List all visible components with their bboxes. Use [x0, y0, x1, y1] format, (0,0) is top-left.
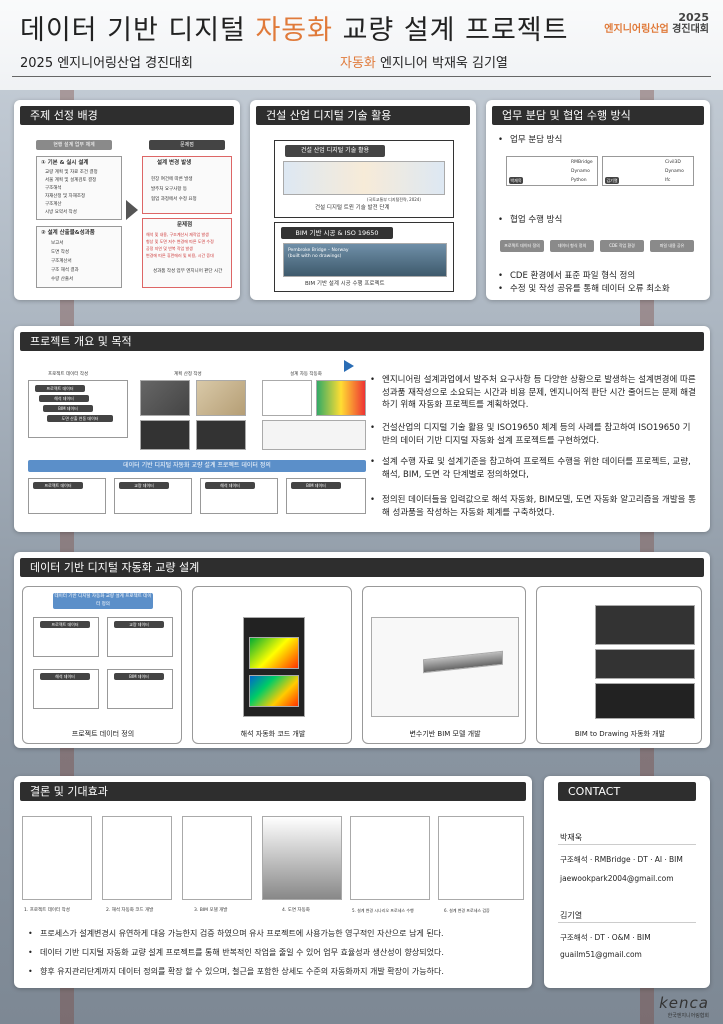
design-card-1: 데이터 기반 디지털 자동화 교량 설계 프로젝트 데이터 정의 프로젝트 데이… [22, 586, 182, 744]
contact-divider-2 [558, 922, 696, 923]
overview-bullet-4: 정의된 데이터들을 입력값으로 해석 자동화, BIM모델, 도면 자동화 알고… [370, 494, 696, 519]
page-title: 데이터 기반 디지털 자동화 교량 설계 프로젝트 [20, 15, 569, 46]
step4-thumb [262, 816, 342, 900]
contact-name-2: 김기열 [560, 911, 583, 920]
def-box-project: 프로젝트 데이터 [33, 617, 99, 657]
contact-tags-2: 구조해석ㆍDTㆍO&MㆍBIM [560, 933, 651, 942]
design-card-4: BIM to Drawing 자동화 개발 [536, 586, 702, 744]
contact-panel: CONTACT 박재욱 구조해석ㆍRMBridgeㆍDTㆍAIㆍBIM jaew… [544, 776, 710, 988]
col-project-data: 프로젝트 데이터 [28, 478, 106, 514]
overview-thumb-5 [262, 380, 312, 416]
step1-thumb [22, 816, 92, 900]
contact-email-2[interactable]: guailm51@gmail.com [560, 950, 642, 959]
step5-thumb [350, 816, 430, 900]
overview-bullet-1: 엔지니어링 설계과업에서 발주처 요구사항 등 다양한 상황으로 발생하는 설계… [370, 374, 696, 412]
def-box-bim: BIM 데이터 [107, 669, 173, 709]
conclusion-bullet-1: 프로세스가 설계변경시 유연하게 대응 가능한지 검증 하였으며 유사 프로젝트… [28, 928, 528, 941]
project-data-sheets: 프로젝트 데이터 해석 데이터 BIM 데이터 도면 산출 연동 데이터 [28, 380, 128, 438]
contact-title: CONTACT [558, 782, 696, 801]
collab-heading: 협업 수행 방식 [498, 214, 562, 227]
def-box-bridge: 교량 데이터 [107, 617, 173, 657]
digital-tech-box: 건설 산업 디지털 기술 활용 (국토교통부 디지털전략, 2024) 건설 디… [274, 140, 454, 218]
step2-thumb [102, 816, 172, 900]
cde-bullet: CDE 환경에서 표준 파일 형식 정의 [498, 270, 635, 283]
contact-email-1[interactable]: jaewookpark2004@gmail.com [560, 874, 674, 883]
conclusion-title: 결론 및 기대효과 [20, 782, 526, 801]
data-definition-bar: 데이터 기반 디지털 자동화 교량 설계 프로젝트 데이터 정의 [28, 460, 366, 472]
topic-panel: 주제 선정 배경 현행 설계 업무 체계 문제점 ① 기본 & 실시 설계 교량… [14, 100, 240, 300]
topic-title: 주제 선정 배경 [20, 106, 234, 125]
step6-thumb [438, 816, 524, 900]
design-panel: 데이터 기반 디지털 자동화 교량 설계 데이터 기반 디지털 자동화 교량 설… [14, 552, 710, 748]
share-bullet: 수정 및 작성 공유를 통해 데이터 오류 최소화 [498, 283, 670, 296]
overview-arrow-icon [344, 360, 354, 372]
work-panel: 업무 분담 및 협업 수행 방식 업무 분담 방식 박재욱 RMBridge D… [486, 100, 710, 300]
basic-design-box: ① 기본 & 실시 설계 교량 계획 및 자료 조건 결정 서울 계획 및 설계… [36, 156, 122, 220]
overview-title: 프로젝트 개요 및 목적 [20, 332, 704, 351]
drawing-thumb-1 [595, 605, 695, 645]
design-card-3: 변수기반 BIM 모델 개발 [362, 586, 526, 744]
tech-title: 건설 산업 디지털 기술 활용 [256, 106, 470, 125]
design-card-2: 해석 자동화 코드 개발 [192, 586, 352, 744]
overview-bullet-2: 건설산업의 디지털 기술 활용 및 ISO19650 체계 등의 사례를 참고하… [370, 422, 696, 447]
tech-panel: 건설 산업 디지털 기술 활용 건설 산업 디지털 기술 활용 (국토교통부 디… [250, 100, 476, 300]
contact-tags-1: 구조해석ㆍRMBridgeㆍDTㆍAIㆍBIM [560, 855, 683, 864]
header-divider [12, 76, 711, 77]
flow-left-label: 현행 설계 업무 체계 [36, 140, 112, 150]
design-change-box: 설계 변경 발생 현장 여건에 따른 발생 발주처 요구사항 등 협업 과정에서… [142, 156, 232, 214]
analysis-result-1 [249, 637, 299, 669]
overview-thumb-3 [140, 420, 190, 450]
digital-twin-diagram [283, 161, 445, 195]
page-authors: 자동화 엔지니어 박재욱 김기열 [340, 56, 508, 71]
bim-iso-box: BIM 기반 시공 & ISO 19650 Pembroke Bridge – … [274, 222, 454, 292]
conclusion-bullet-2: 데이터 기반 디지털 자동화 교량 설계 프로젝트를 통해 반복적인 작업을 줄… [28, 947, 528, 960]
collab-step-2: 데이터 형식 정의 [550, 240, 594, 252]
overview-thumb-4 [196, 420, 246, 450]
problems-box: 문제점 해석 및 내용, 구조계산서 재작업 발생 형상 및 도면 저수 변경에… [142, 218, 232, 288]
flow-arrow-icon [126, 200, 138, 220]
overview-thumb-1 [140, 380, 190, 416]
analysis-result-2 [249, 675, 299, 707]
footer-logo: kenca 한국엔지니어링협회 [659, 994, 709, 1019]
overview-thumb-6 [316, 380, 366, 416]
conclusion-bullet-3: 향후 유지관리단계까지 데이터 정의를 확장 할 수 있으며, 철근을 포함한 … [28, 966, 528, 979]
conclusion-panel: 결론 및 기대효과 1. 프로젝트 데이터 작성 2. 해석 자동화 코드 개발… [14, 776, 532, 988]
deliverables-box: ② 설계 산출물&성과품 보고서 도면 작성 구조계산서 구조 해석 결과 수량… [36, 226, 122, 288]
role1-box: 박재욱 RMBridge Dynamo Python [506, 156, 598, 186]
design-title: 데이터 기반 디지털 자동화 교량 설계 [20, 558, 704, 577]
collab-step-4: 파일 내용 공유 [650, 240, 694, 252]
overview-thumb-2 [196, 380, 246, 416]
collab-step-3: CDE 작업 환경 [600, 240, 644, 252]
contact-name-1: 박재욱 [560, 833, 583, 842]
contact-divider-1 [558, 844, 696, 845]
drawing-thumb-2 [595, 649, 695, 679]
col-bridge-data: 교량 데이터 [114, 478, 192, 514]
page-subtitle: 2025 엔지니어링산업 경진대회 [20, 56, 193, 71]
role2-box: 김기열 Civil3D Dynamo Ifc [602, 156, 694, 186]
drawing-thumb-3 [595, 683, 695, 719]
step3-thumb [182, 816, 252, 900]
collab-step-1: 프로젝트 데이터 정의 [500, 240, 544, 252]
bridge-photo: Pembroke Bridge – Norway (built with no … [283, 243, 447, 277]
overview-thumb-7 [262, 420, 366, 450]
col-analysis-data: 해석 데이터 [200, 478, 278, 514]
overview-bullet-3: 설계 수행 자료 및 설계기준을 참고하여 프로젝트 수행을 위한 데이터를 프… [370, 456, 696, 481]
overview-panel: 프로젝트 개요 및 목적 프로젝트 데이터 작성 계획 산정 작성 설계 자동 … [14, 326, 710, 532]
flow-right-label: 문제점 [149, 140, 225, 150]
work-title: 업무 분담 및 협업 수행 방식 [492, 106, 704, 125]
work-division-heading: 업무 분담 방식 [498, 134, 562, 147]
def-box-analysis: 해석 데이터 [33, 669, 99, 709]
col-bim-data: BIM 데이터 [286, 478, 366, 514]
